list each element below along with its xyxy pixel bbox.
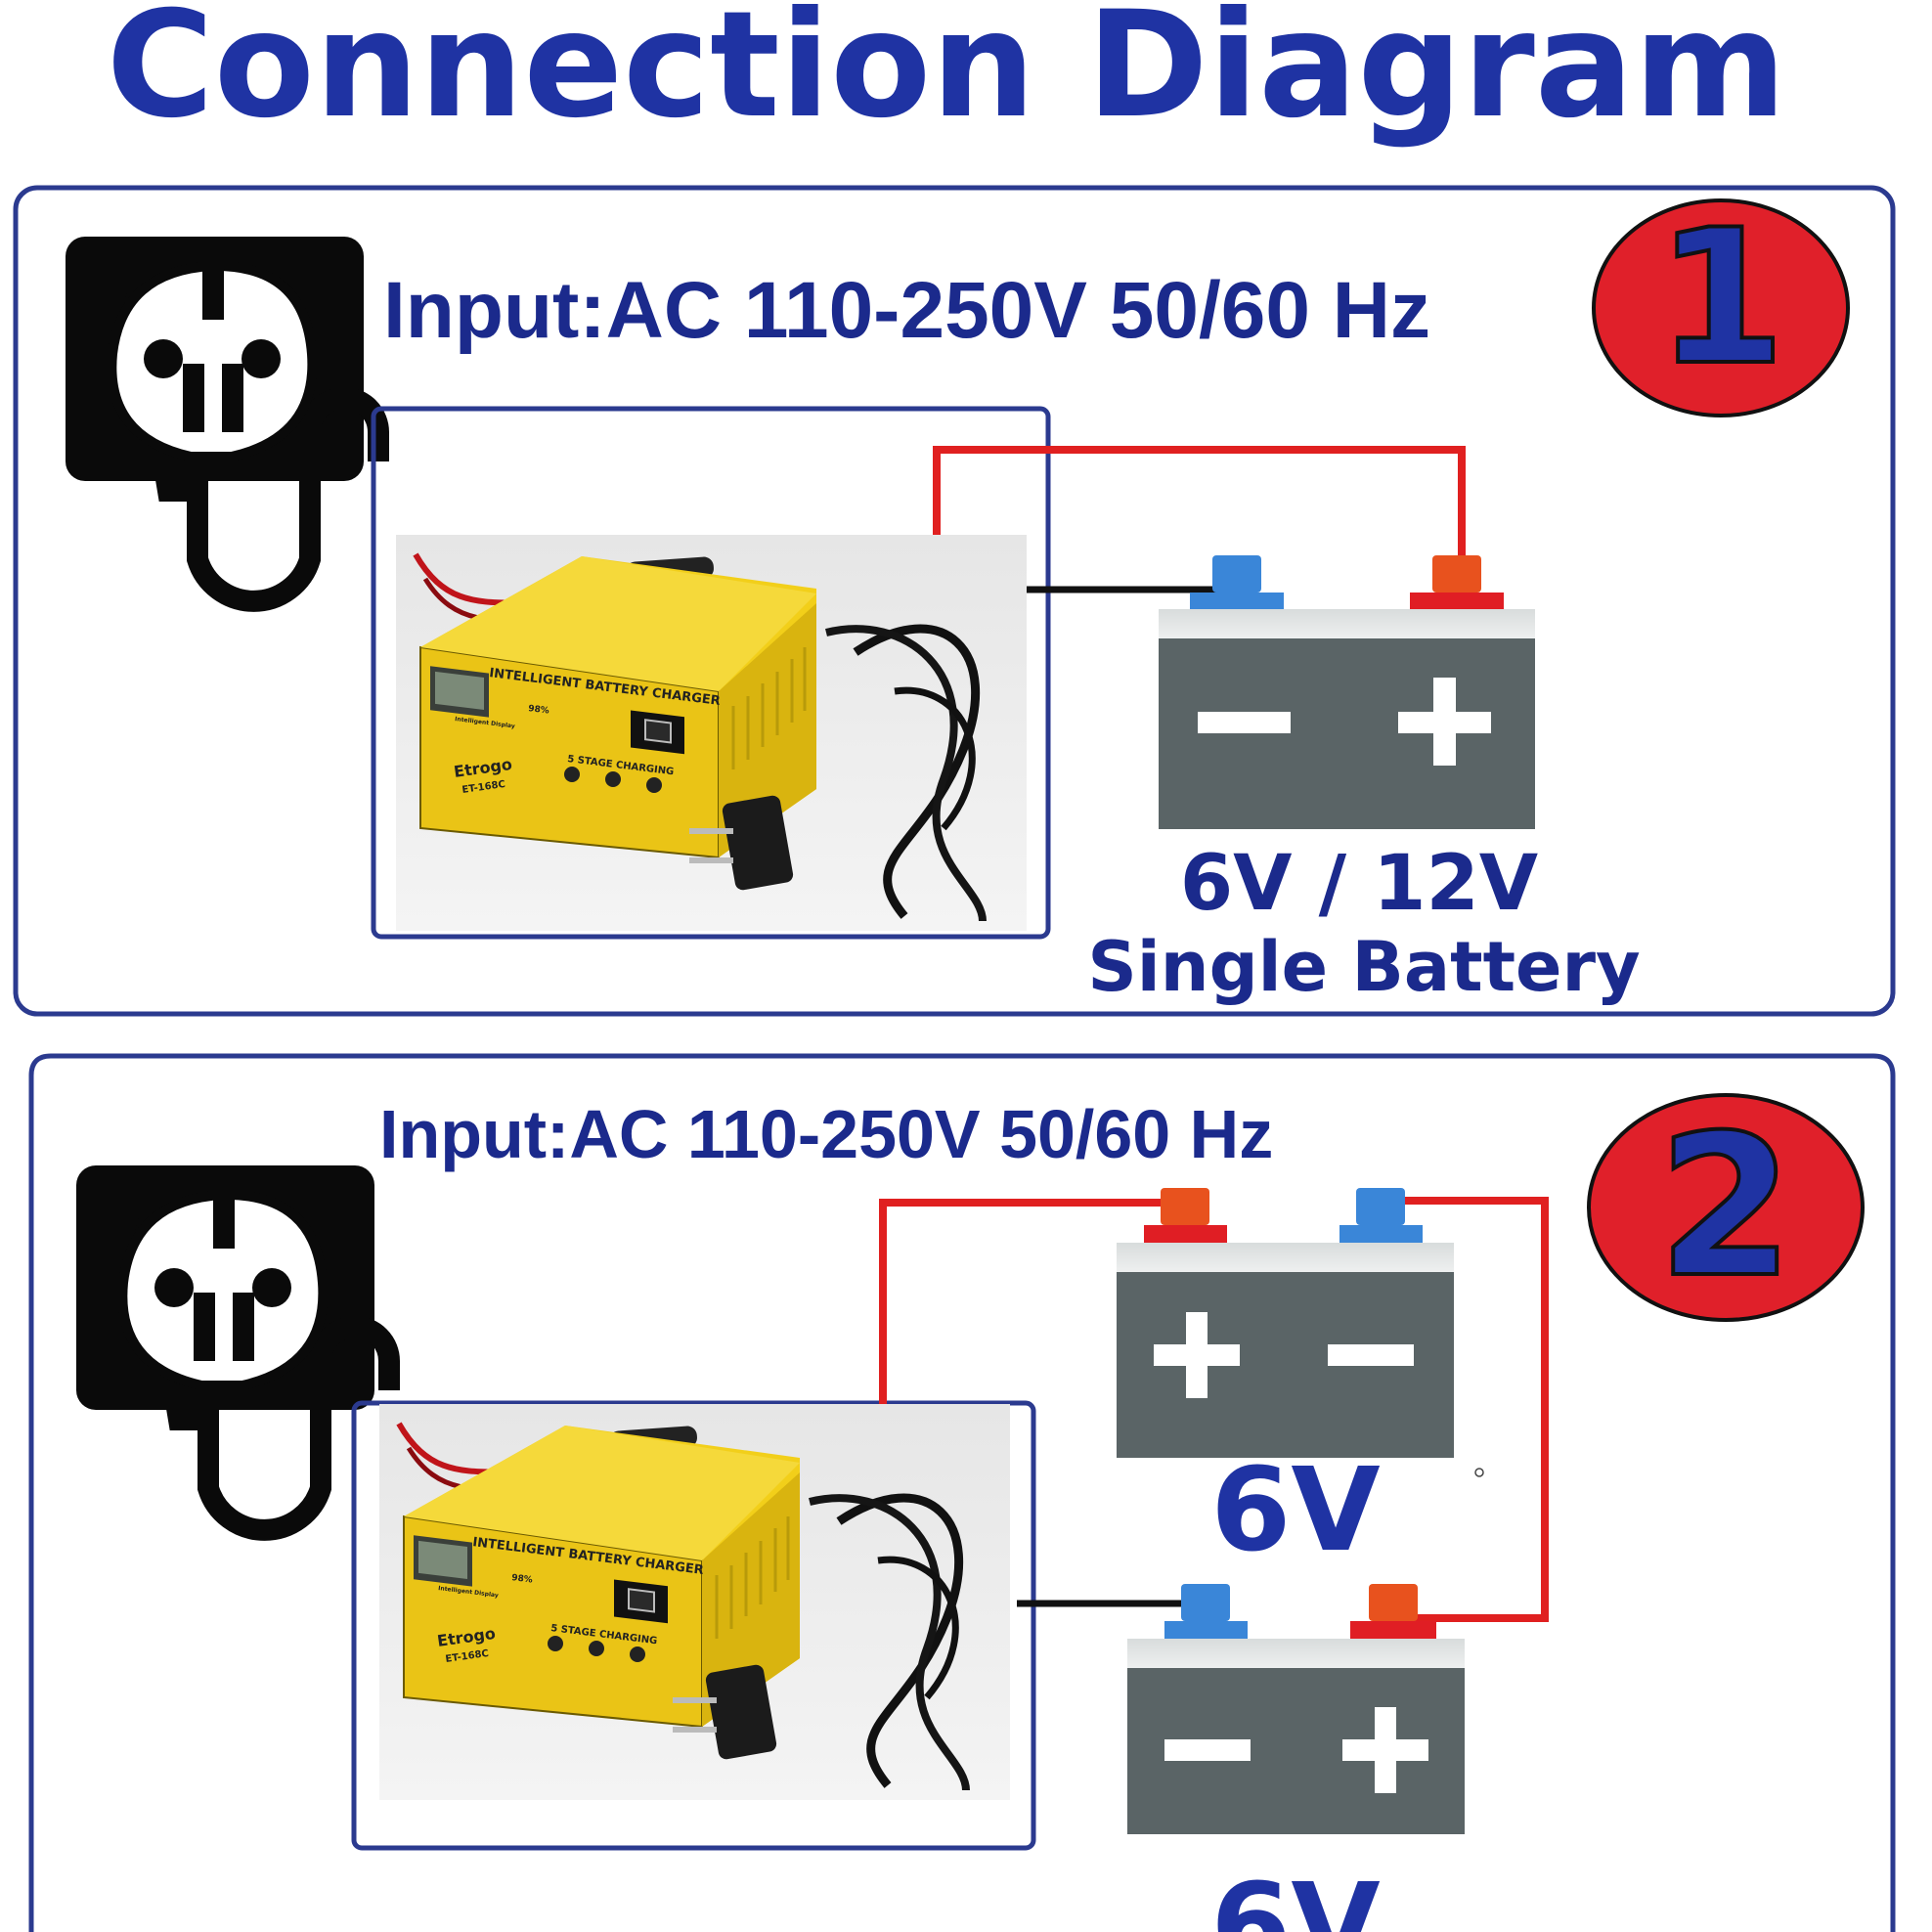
- battery-icon: [1159, 555, 1535, 829]
- battery-type: Single Battery: [1087, 927, 1640, 1007]
- positive-terminal: [1432, 555, 1481, 593]
- panel-frame: [13, 185, 1896, 1017]
- panel-frame: [28, 1053, 1896, 1932]
- step-number: 1: [1656, 190, 1785, 406]
- step-badge-2: 2: [1587, 1091, 1865, 1323]
- panel-2: Input:AC 110-250V 50/60 Hz 2 INTELLIGENT…: [28, 1053, 1896, 1932]
- step-number: 2: [1657, 1093, 1793, 1321]
- page-title: Connection Diagram: [107, 0, 1787, 151]
- plug-socket-icon: [66, 237, 378, 601]
- negative-terminal: [1212, 555, 1261, 593]
- charger-frame: [351, 1400, 1036, 1851]
- charger-frame: [371, 406, 1051, 940]
- positive-wire: [933, 446, 1466, 557]
- input-spec: Input:AC 110-250V 50/60 Hz: [383, 266, 1430, 355]
- positive-terminal: [1369, 1584, 1418, 1621]
- charger-efficiency: 98%: [511, 1573, 534, 1586]
- battery-voltage: 6V / 12V: [1180, 840, 1538, 928]
- battery-label-bottom: 6V: [1210, 1858, 1380, 1932]
- battery-icon: [1117, 1188, 1454, 1458]
- panel-1: Input:AC 110-250V 50/60 Hz 1 INTELLIGENT…: [13, 185, 1896, 1017]
- negative-terminal: [1356, 1188, 1405, 1225]
- small-dot-mark: [1474, 1468, 1484, 1477]
- battery-charger-photo: INTELLIGENT BATTERY CHARGER Etrogo ET-16…: [396, 535, 1027, 931]
- series-link-wire: [1403, 1197, 1549, 1622]
- positive-wire: [879, 1199, 1173, 1404]
- charger-efficiency: 98%: [528, 704, 550, 717]
- negative-terminal: [1181, 1584, 1230, 1621]
- battery-icon: [1127, 1584, 1465, 1834]
- input-spec: Input:AC 110-250V 50/60 Hz: [379, 1096, 1273, 1172]
- step-badge-1: 1: [1592, 188, 1850, 417]
- positive-terminal: [1161, 1188, 1209, 1225]
- plug-socket-icon: [76, 1165, 389, 1530]
- battery-label-top: 6V: [1210, 1442, 1380, 1577]
- battery-charger-photo: INTELLIGENT BATTERY CHARGER Etrogo ET-16…: [379, 1404, 1010, 1800]
